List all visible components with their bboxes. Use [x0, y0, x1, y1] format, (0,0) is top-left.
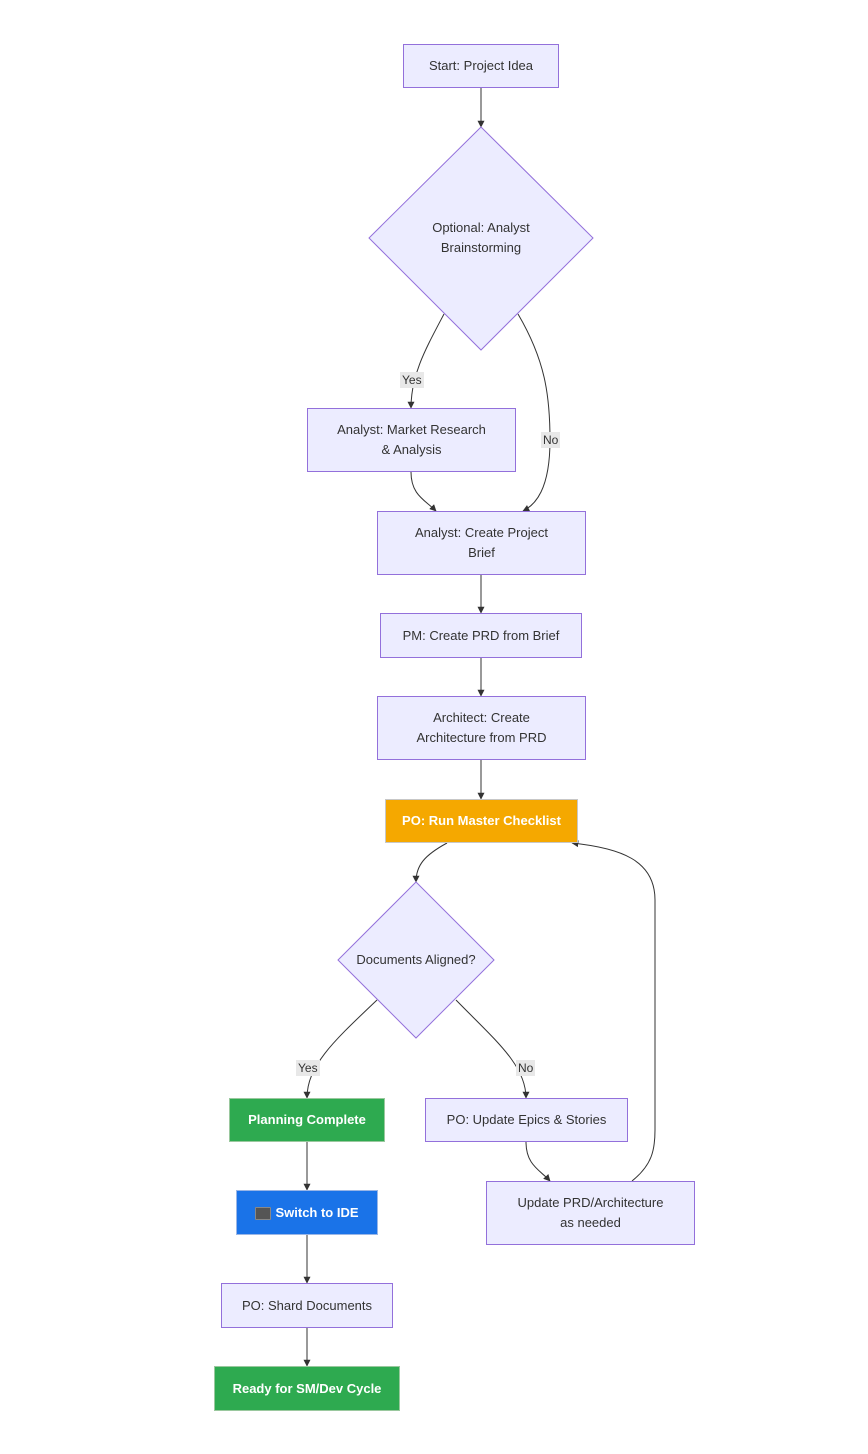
- edge-label-aligned-no: No: [516, 1060, 536, 1076]
- edge-label-aligned-yes: Yes: [296, 1060, 320, 1076]
- switch-ide-label: Switch to IDE: [275, 1204, 359, 1220]
- edge-market-research-to-project-brief: [410, 471, 437, 512]
- optional-brainstorming-diamond: [368, 126, 594, 351]
- project-brief-line1: Analyst: Create Project: [415, 525, 548, 540]
- ready-label: Ready for SM/Dev Cycle: [232, 1380, 382, 1396]
- project-brief-node: Analyst: Create Project Brief: [377, 511, 586, 575]
- architect-line2: Architecture from PRD: [416, 730, 547, 745]
- optional-label-line2: Brainstorming: [440, 240, 522, 255]
- switch-ide-node: Switch to IDE: [236, 1190, 378, 1235]
- edge-aligned-to-update-epics: [455, 999, 530, 1099]
- project-brief-line2: Brief: [468, 545, 495, 560]
- update-prd-line1: Update PRD/Architecture: [517, 1195, 664, 1210]
- laptop-icon: [255, 1207, 272, 1220]
- shard-docs-label: PO: Shard Documents: [241, 1297, 373, 1313]
- update-epics-node: PO: Update Epics & Stories: [425, 1098, 628, 1142]
- update-epics-label: PO: Update Epics & Stories: [446, 1112, 607, 1127]
- pm-prd-node: PM: Create PRD from Brief: [380, 613, 582, 658]
- update-prd-node: Update PRD/Architecture as needed: [486, 1181, 695, 1245]
- market-research-line1: Analyst: Market Research: [337, 422, 486, 437]
- start-node: Start: Project Idea: [403, 44, 559, 88]
- architect-node: Architect: Create Architecture from PRD: [377, 696, 586, 760]
- optional-brainstorming-label: Optional: Analyst Brainstorming: [401, 218, 561, 258]
- market-research-node: Analyst: Market Research & Analysis: [307, 408, 516, 472]
- po-checklist-node: PO: Run Master Checklist: [385, 799, 578, 843]
- edge-label-brainstorm-yes: Yes: [400, 372, 424, 388]
- planning-complete-node: Planning Complete: [229, 1098, 385, 1142]
- planning-complete-label: Planning Complete: [248, 1112, 366, 1127]
- documents-aligned-diamond: [337, 881, 495, 1039]
- documents-aligned-text: Documents Aligned?: [356, 952, 476, 967]
- optional-label-line1: Optional: Analyst: [432, 220, 530, 235]
- update-prd-line2: as needed: [560, 1215, 621, 1230]
- po-checklist-label: PO: Run Master Checklist: [402, 813, 561, 828]
- architect-line1: Architect: Create: [433, 710, 530, 725]
- edge-checklist-to-aligned: [412, 842, 448, 883]
- edge-aligned-to-planning-complete: [303, 999, 378, 1099]
- edge-update-prd-to-checklist: [571, 840, 656, 1182]
- edge-optional-to-project-brief: [517, 313, 551, 512]
- pm-prd-label: PM: Create PRD from Brief: [402, 627, 560, 643]
- shard-docs-node: PO: Shard Documents: [221, 1283, 393, 1328]
- start-label: Start: Project Idea: [428, 58, 534, 73]
- ready-node: Ready for SM/Dev Cycle: [214, 1366, 400, 1411]
- documents-aligned-label: Documents Aligned?: [346, 950, 486, 970]
- edge-optional-to-market-research: [407, 313, 445, 409]
- edge-label-brainstorm-no: No: [541, 432, 561, 448]
- edge-update-epics-to-update-prd: [525, 1141, 551, 1182]
- market-research-line2: & Analysis: [381, 442, 442, 457]
